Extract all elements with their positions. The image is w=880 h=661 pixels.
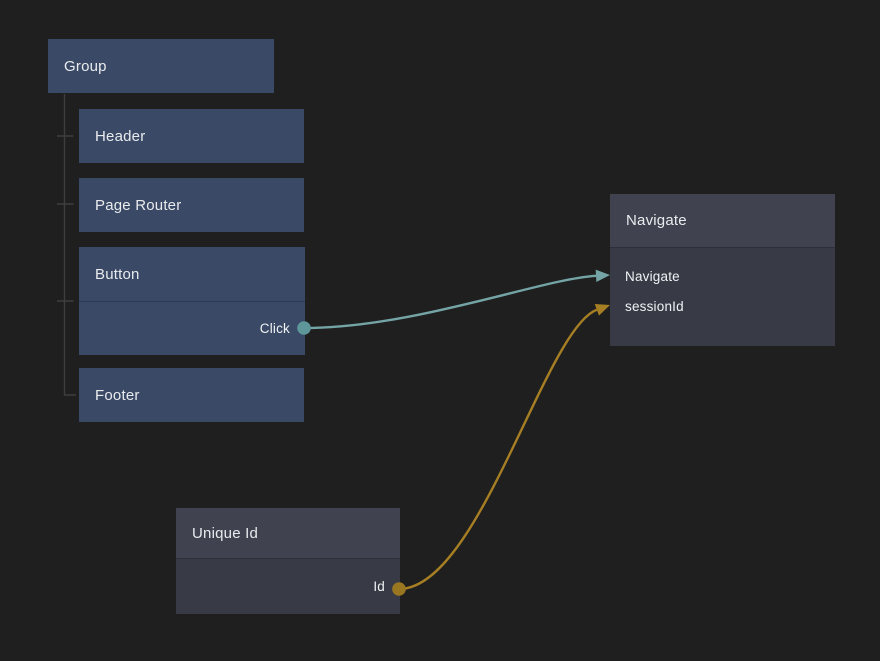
node-title-header: Header (95, 127, 146, 145)
input-port-navigate[interactable]: Navigate (610, 261, 835, 291)
node-button[interactable]: Button Click (79, 247, 305, 355)
node-navigate-ports: Navigate sessionId (610, 247, 835, 346)
node-title-button: Button (95, 265, 140, 283)
output-port-click-label: Click (259, 321, 290, 336)
node-title-page-router: Page Router (95, 196, 182, 214)
wire-button-click-to-navigate[interactable] (297, 269, 610, 335)
node-unique-id-ports: Id (176, 558, 400, 614)
tree-guide-trunk (63, 94, 76, 396)
output-port-id-label: Id (373, 579, 385, 594)
node-title-navigate: Navigate (610, 194, 835, 247)
output-port-click[interactable]: Click (79, 302, 305, 355)
wire-arrowhead (595, 269, 610, 282)
node-unique-id[interactable]: Unique Id Id (176, 508, 400, 614)
input-port-navigate-label: Navigate (625, 268, 680, 284)
node-title-footer: Footer (95, 386, 140, 404)
node-page-router[interactable]: Page Router (79, 178, 304, 232)
output-port-id[interactable]: Id (176, 559, 400, 614)
node-navigate[interactable]: Navigate Navigate sessionId (610, 194, 835, 346)
node-footer[interactable]: Footer (79, 368, 304, 422)
node-button-ports: Click (79, 301, 305, 355)
node-group[interactable]: Group (48, 39, 274, 93)
wire-uniqueid-id-to-sessionid[interactable] (392, 299, 612, 596)
input-port-sessionid[interactable]: sessionId (610, 291, 835, 321)
node-header[interactable]: Header (79, 109, 304, 163)
input-port-sessionid-label: sessionId (625, 298, 684, 314)
node-title-group: Group (64, 57, 107, 75)
node-title-unique-id: Unique Id (176, 508, 400, 558)
